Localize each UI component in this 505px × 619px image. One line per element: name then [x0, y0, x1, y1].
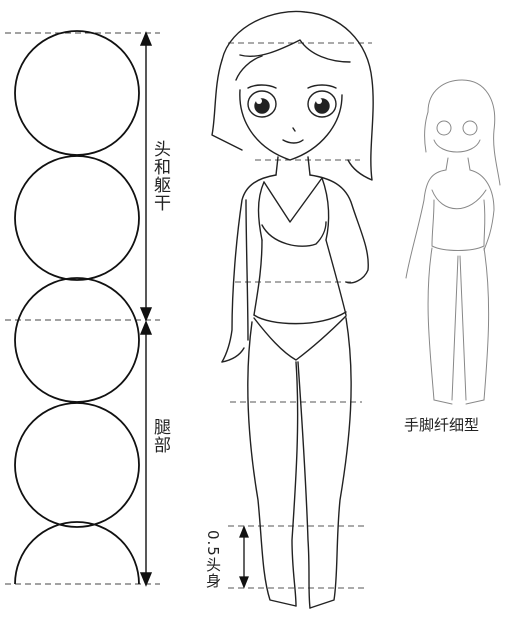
head-circle-2	[14, 155, 140, 281]
head-circle-4	[14, 402, 140, 528]
torso-label: 头和躯干	[150, 140, 170, 212]
right-eye	[307, 90, 337, 118]
slim-figure-sketch	[405, 79, 501, 405]
head-circles	[14, 30, 140, 585]
legs-label: 腿部	[150, 418, 170, 454]
proportion-guides	[5, 32, 160, 585]
head-circle-1	[14, 30, 140, 156]
head-circle-5-half	[14, 521, 140, 585]
head-circle-3	[14, 277, 140, 403]
main-figure-sketch	[211, 10, 374, 609]
measure-arrows	[139, 31, 153, 587]
figure-guides	[228, 42, 372, 589]
slim-type-label: 手脚纤细型	[404, 416, 480, 434]
half-head-arrow	[239, 525, 249, 589]
half-head-label: 0.5头身	[204, 530, 222, 589]
left-eye	[247, 90, 277, 118]
